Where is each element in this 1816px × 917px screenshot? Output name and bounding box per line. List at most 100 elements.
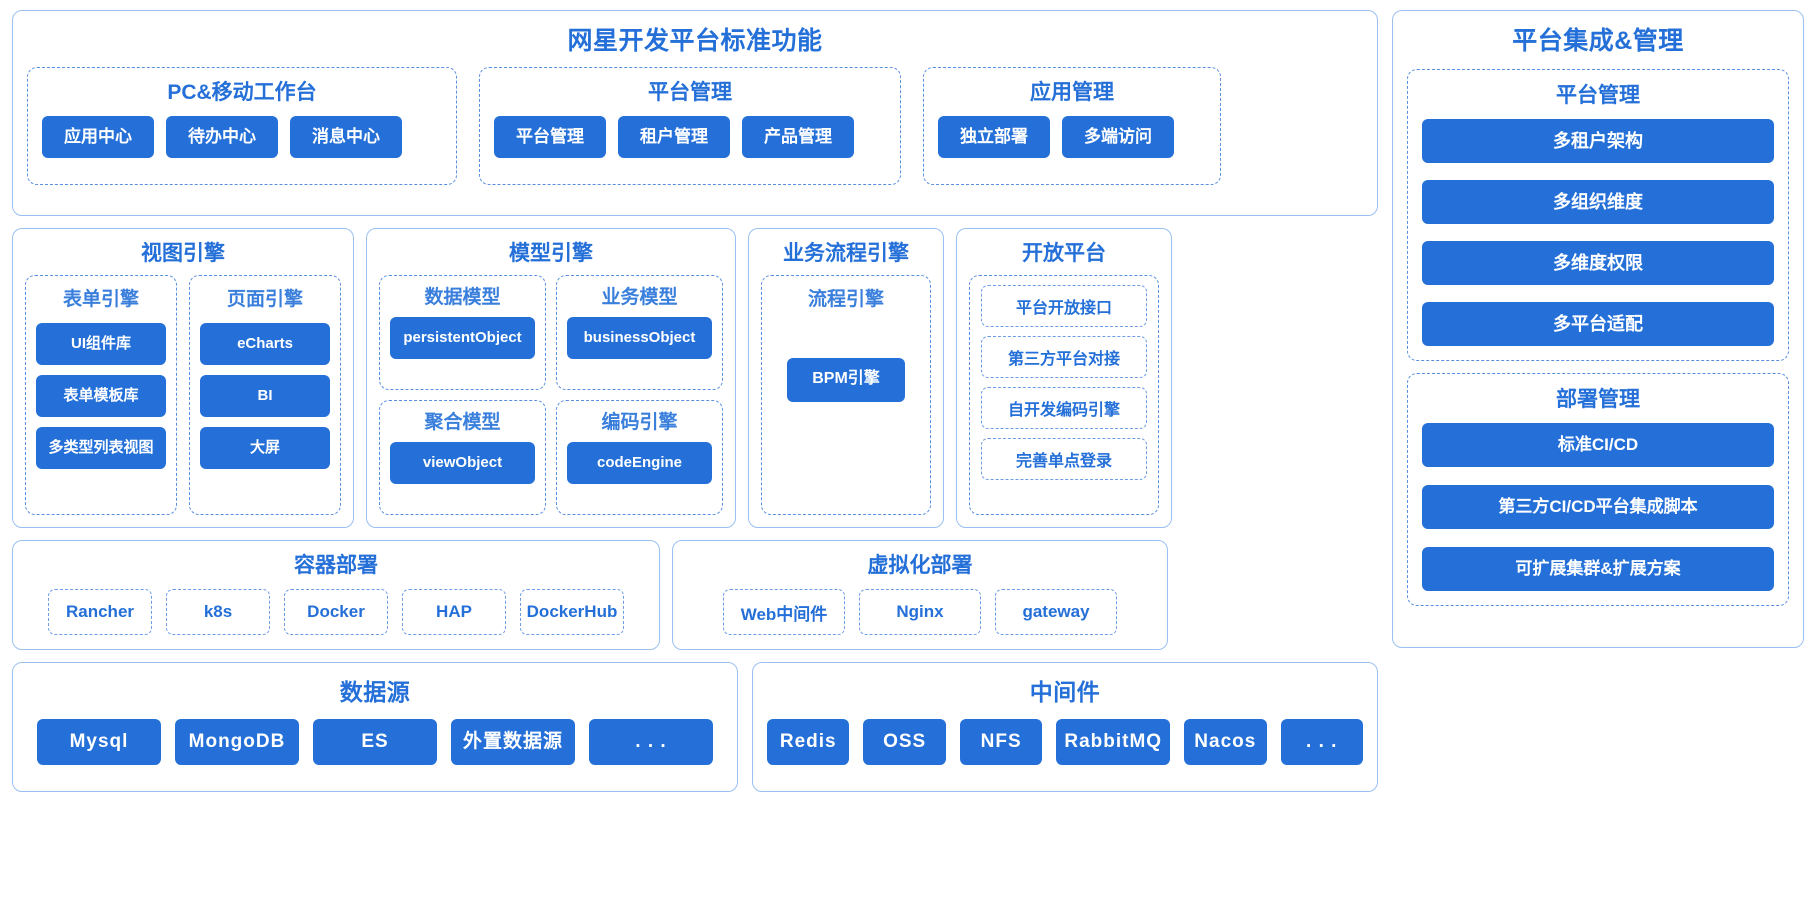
- chip-bpm-engine[interactable]: BPM引擎: [787, 357, 905, 402]
- chip-nginx[interactable]: Nginx: [859, 589, 981, 635]
- datasource-items: Mysql MongoDB ES 外置数据源 . . .: [27, 719, 723, 765]
- flow-engine-items: BPM引擎: [774, 311, 918, 502]
- process-engine-panel: 业务流程引擎 流程引擎 BPM引擎: [748, 228, 944, 528]
- data-row: 数据源 Mysql MongoDB ES 外置数据源 . . . 中间件 Red…: [12, 662, 1378, 792]
- data-model-group: 数据模型 persistentObject: [379, 275, 546, 390]
- chip-ui-component-library[interactable]: UI组件库: [36, 323, 166, 365]
- chip-oss[interactable]: OSS: [863, 719, 946, 765]
- page-engine-title: 页面引擎: [226, 289, 303, 310]
- datasource-title: 数据源: [339, 679, 411, 705]
- chip-multi-type-list-view[interactable]: 多类型列表视图: [36, 427, 166, 469]
- open-platform-title: 开放平台: [1022, 242, 1106, 265]
- group-pc-mobile-workbench: PC&移动工作台 应用中心 待办中心 消息中心: [27, 67, 457, 185]
- integration-management-panel: 平台集成&管理 平台管理 多租户架构 多组织维度 多维度权限 多平台适配 部署管…: [1392, 10, 1804, 648]
- group-title: PC&移动工作台: [167, 81, 317, 104]
- chip-mongodb[interactable]: MongoDB: [175, 719, 299, 765]
- integration-platform-management-title: 平台管理: [1556, 84, 1640, 107]
- chip-standard-cicd[interactable]: 标准CI/CD: [1422, 423, 1774, 467]
- chip-multi-dimension-permission[interactable]: 多维度权限: [1422, 241, 1774, 285]
- model-engine-title: 模型引擎: [509, 242, 593, 265]
- chip-nacos[interactable]: Nacos: [1184, 719, 1267, 765]
- chip-rabbitmq[interactable]: RabbitMQ: [1056, 719, 1171, 765]
- chip-bi[interactable]: BI: [200, 375, 330, 417]
- chip-nfs[interactable]: NFS: [959, 719, 1043, 765]
- business-model-title: 业务模型: [601, 287, 678, 308]
- integration-deploy-management-group: 部署管理 标准CI/CD 第三方CI/CD平台集成脚本 可扩展集群&扩展方案: [1407, 373, 1789, 606]
- chip-large-screen[interactable]: 大屏: [200, 427, 330, 469]
- flow-engine-title: 流程引擎: [807, 289, 884, 310]
- chip-platform-management[interactable]: 平台管理: [494, 116, 606, 158]
- chip-docker[interactable]: Docker: [284, 589, 388, 635]
- flow-engine-group: 流程引擎 BPM引擎: [761, 275, 931, 515]
- integration-deploy-management-title: 部署管理: [1556, 388, 1640, 411]
- business-model-group: 业务模型 businessObject: [556, 275, 723, 390]
- chip-app-center[interactable]: 应用中心: [42, 116, 154, 158]
- chip-web-middleware[interactable]: Web中间件: [723, 589, 845, 635]
- chip-es[interactable]: ES: [313, 719, 437, 765]
- chip-third-party-integration[interactable]: 第三方平台对接: [981, 336, 1147, 378]
- chip-independent-deployment[interactable]: 独立部署: [938, 116, 1050, 158]
- code-engine-group: 编码引擎 codeEngine: [556, 400, 723, 515]
- chip-multi-platform-adaptation[interactable]: 多平台适配: [1422, 302, 1774, 346]
- group-platform-management: 平台管理 平台管理 租户管理 产品管理: [479, 67, 901, 185]
- chip-form-template-library[interactable]: 表单模板库: [36, 375, 166, 417]
- left-column: 网星开发平台标准功能 PC&移动工作台 应用中心 待办中心 消息中心 平台管理 …: [12, 10, 1378, 907]
- chip-echarts[interactable]: eCharts: [200, 323, 330, 365]
- open-platform-panel: 开放平台 平台开放接口 第三方平台对接 自开发编码引擎 完善单点登录: [956, 228, 1172, 528]
- container-deploy-title: 容器部署: [294, 554, 378, 577]
- chip-redis[interactable]: Redis: [767, 719, 850, 765]
- container-deploy-items: Rancher k8s Docker HAP DockerHub: [27, 589, 645, 635]
- chip-scalable-cluster[interactable]: 可扩展集群&扩展方案: [1422, 547, 1774, 591]
- chip-view-object[interactable]: viewObject: [390, 442, 535, 484]
- view-engine-panel: 视图引擎 表单引擎 UI组件库 表单模板库 多类型列表视图 页面引擎 eChar…: [12, 228, 354, 528]
- chip-todo-center[interactable]: 待办中心: [166, 116, 278, 158]
- group-title: 平台管理: [648, 81, 732, 104]
- engines-row: 视图引擎 表单引擎 UI组件库 表单模板库 多类型列表视图 页面引擎 eChar…: [12, 228, 1378, 528]
- chip-third-party-cicd-script[interactable]: 第三方CI/CD平台集成脚本: [1422, 485, 1774, 529]
- chip-message-center[interactable]: 消息中心: [290, 116, 402, 158]
- view-engine-columns: 表单引擎 UI组件库 表单模板库 多类型列表视图 页面引擎 eCharts BI…: [25, 275, 341, 515]
- chip-multi-terminal-access[interactable]: 多端访问: [1062, 116, 1174, 158]
- virtual-deploy-items: Web中间件 Nginx gateway: [687, 589, 1153, 635]
- chip-single-sign-on[interactable]: 完善单点登录: [981, 438, 1147, 480]
- page-engine-group: 页面引擎 eCharts BI 大屏: [189, 275, 341, 515]
- group-items: 独立部署 多端访问: [938, 116, 1206, 158]
- chip-persistent-object[interactable]: persistentObject: [390, 317, 535, 359]
- chip-tenant-management[interactable]: 租户管理: [618, 116, 730, 158]
- deploy-row: 容器部署 Rancher k8s Docker HAP DockerHub 虚拟…: [12, 540, 1378, 650]
- chip-mysql[interactable]: Mysql: [37, 719, 161, 765]
- chip-self-developed-code-engine[interactable]: 自开发编码引擎: [981, 387, 1147, 429]
- group-title: 应用管理: [1030, 81, 1114, 104]
- integration-deploy-management-items: 标准CI/CD 第三方CI/CD平台集成脚本 可扩展集群&扩展方案: [1422, 423, 1774, 591]
- standard-platform-title: 网星开发平台标准功能: [567, 27, 823, 55]
- container-deploy-panel: 容器部署 Rancher k8s Docker HAP DockerHub: [12, 540, 660, 650]
- aggregate-model-group: 聚合模型 viewObject: [379, 400, 546, 515]
- chip-platform-open-api[interactable]: 平台开放接口: [981, 285, 1147, 327]
- chip-multi-organization-dimension[interactable]: 多组织维度: [1422, 180, 1774, 224]
- chip-rancher[interactable]: Rancher: [48, 589, 152, 635]
- chip-datasource-more[interactable]: . . .: [589, 719, 713, 765]
- virtual-deploy-title: 虚拟化部署: [867, 554, 973, 577]
- group-application-management: 应用管理 独立部署 多端访问: [923, 67, 1221, 185]
- chip-gateway[interactable]: gateway: [995, 589, 1117, 635]
- chip-hap[interactable]: HAP: [402, 589, 506, 635]
- chip-k8s[interactable]: k8s: [166, 589, 270, 635]
- virtual-deploy-panel: 虚拟化部署 Web中间件 Nginx gateway: [672, 540, 1168, 650]
- chip-dockerhub[interactable]: DockerHub: [520, 589, 624, 635]
- group-items: 应用中心 待办中心 消息中心: [42, 116, 442, 158]
- chip-business-object[interactable]: businessObject: [567, 317, 712, 359]
- right-column: 平台集成&管理 平台管理 多租户架构 多组织维度 多维度权限 多平台适配 部署管…: [1392, 10, 1804, 907]
- chip-product-management[interactable]: 产品管理: [742, 116, 854, 158]
- form-engine-title: 表单引擎: [62, 289, 139, 310]
- chip-code-engine[interactable]: codeEngine: [567, 442, 712, 484]
- middleware-title: 中间件: [1029, 679, 1101, 705]
- middleware-items: Redis OSS NFS RabbitMQ Nacos . . .: [767, 719, 1363, 765]
- code-engine-title: 编码引擎: [601, 412, 678, 433]
- open-platform-group: 平台开放接口 第三方平台对接 自开发编码引擎 完善单点登录: [969, 275, 1159, 515]
- standard-platform-groups: PC&移动工作台 应用中心 待办中心 消息中心 平台管理 平台管理 租户管理 产…: [27, 67, 1363, 185]
- chip-external-datasource[interactable]: 外置数据源: [451, 719, 575, 765]
- chip-multi-tenant-architecture[interactable]: 多租户架构: [1422, 119, 1774, 163]
- chip-middleware-more[interactable]: . . .: [1280, 719, 1363, 765]
- view-engine-title: 视图引擎: [141, 242, 225, 265]
